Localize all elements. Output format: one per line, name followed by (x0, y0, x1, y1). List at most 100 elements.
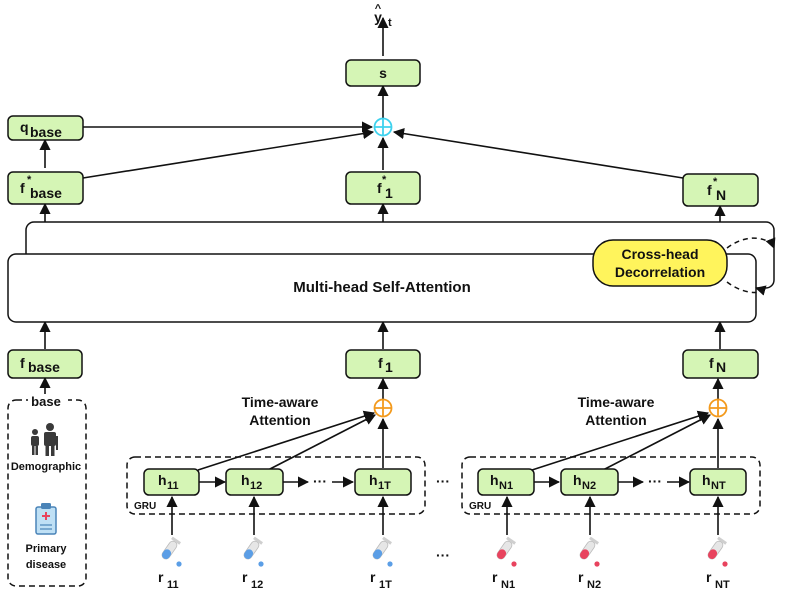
svg-text:11: 11 (167, 480, 179, 492)
svg-text:f: f (20, 355, 25, 371)
hidden-state-node: h 1T (354, 468, 412, 496)
svg-text:12: 12 (250, 480, 262, 492)
output-label: ^ y t (374, 3, 392, 29)
svg-text:base: base (28, 359, 60, 375)
hidden-state-node: h 12 (225, 468, 284, 496)
svg-text:h: h (158, 472, 167, 488)
svg-text:disease: disease (26, 559, 66, 571)
svg-text:1: 1 (385, 359, 393, 375)
svg-text:Attention: Attention (585, 412, 646, 428)
svg-text:h: h (490, 472, 499, 488)
svg-text:N2: N2 (587, 579, 601, 591)
svg-text:N1: N1 (499, 480, 513, 492)
svg-text:q: q (20, 119, 29, 135)
svg-text:N: N (716, 187, 726, 203)
droplet-icon (722, 561, 728, 567)
droplet-icon (511, 561, 517, 567)
svg-text:1: 1 (385, 185, 393, 201)
droplet-icon (176, 561, 182, 567)
droplet-icon (387, 561, 393, 567)
ellipsis: ··· (436, 473, 450, 489)
svg-text:h: h (573, 472, 582, 488)
svg-text:h: h (241, 472, 250, 488)
droplet-icon (258, 561, 264, 567)
svg-text:N2: N2 (582, 480, 596, 492)
hidden-state-node: h N1 (477, 468, 535, 496)
f-star-n-node: f * N (682, 173, 759, 207)
base-features-box: base Demographic Primary disease (7, 394, 87, 587)
svg-text:base: base (30, 185, 62, 201)
svg-text:r: r (578, 569, 584, 585)
clipboard-icon (35, 503, 57, 535)
svg-text:f: f (709, 355, 714, 371)
svg-text:GRU: GRU (134, 501, 156, 512)
test-tube-icon (579, 536, 599, 560)
svg-text:Time-aware: Time-aware (242, 394, 319, 410)
svg-text:1T: 1T (378, 480, 391, 492)
svg-text:Time-aware: Time-aware (578, 394, 655, 410)
test-tube-icon (161, 536, 181, 560)
svg-text:h: h (702, 472, 711, 488)
svg-text:12: 12 (251, 579, 263, 591)
svg-text:1T: 1T (379, 579, 392, 591)
svg-text:Decorrelation: Decorrelation (615, 264, 705, 280)
svg-text:Attention: Attention (249, 412, 310, 428)
svg-text:N: N (716, 359, 726, 375)
hidden-state-node: h NT (689, 468, 747, 496)
svg-text:base: base (31, 394, 61, 409)
attention-sum-icon (708, 398, 728, 418)
q-base-node: q base (7, 115, 84, 141)
time-aware-attention-label: Time-aware Attention (578, 394, 655, 428)
svg-text:t: t (388, 17, 392, 29)
multi-head-self-attention: Multi-head Self-Attention (7, 221, 775, 323)
svg-text:^: ^ (375, 3, 382, 15)
svg-text:r: r (706, 569, 712, 585)
test-tube-icon (707, 536, 727, 560)
svg-text:Primary: Primary (26, 543, 68, 555)
test-tube-icon (372, 536, 392, 560)
ellipsis: ··· (648, 473, 662, 489)
svg-text:N1: N1 (501, 579, 515, 591)
svg-text:GRU: GRU (469, 501, 491, 512)
test-tube-icon (496, 536, 516, 560)
f-base-node: f base (7, 349, 83, 379)
svg-text:f: f (377, 180, 382, 196)
hidden-state-node: h 11 (143, 468, 200, 496)
svg-text:NT: NT (711, 480, 726, 492)
ellipsis: ··· (436, 547, 450, 563)
mhsa-label: Multi-head Self-Attention (293, 279, 470, 296)
gru-group-1: GRU h 11 h 12 ··· h 1T (126, 456, 426, 515)
svg-text:h: h (369, 472, 378, 488)
svg-text:y: y (374, 9, 382, 25)
svg-text:r: r (370, 569, 376, 585)
connections (39, 16, 726, 535)
output-sum-icon (373, 117, 393, 137)
svg-text:f: f (20, 180, 25, 196)
gru-group-n: GRU h N1 h N2 ··· h NT (461, 456, 761, 515)
svg-text:11: 11 (167, 579, 179, 591)
svg-text:r: r (242, 569, 248, 585)
cross-head-decorrelation: Cross-head Decorrelation (592, 237, 776, 296)
svg-text:r: r (492, 569, 498, 585)
svg-text:*: * (382, 174, 387, 186)
people-icon (31, 423, 58, 456)
svg-text:f: f (707, 182, 712, 198)
f-n-node: f N (682, 349, 759, 379)
score-node: s (345, 59, 421, 87)
svg-text:base: base (30, 124, 62, 140)
svg-text:Demographic: Demographic (11, 461, 81, 473)
svg-text:r: r (158, 569, 164, 585)
droplet-icon (594, 561, 600, 567)
test-tubes (161, 536, 728, 567)
f-1-node: f 1 (345, 349, 421, 379)
f-star-base-node: f * base (7, 171, 84, 205)
attention-sum-icon (373, 398, 393, 418)
f-star-1-node: f * 1 (345, 171, 421, 205)
